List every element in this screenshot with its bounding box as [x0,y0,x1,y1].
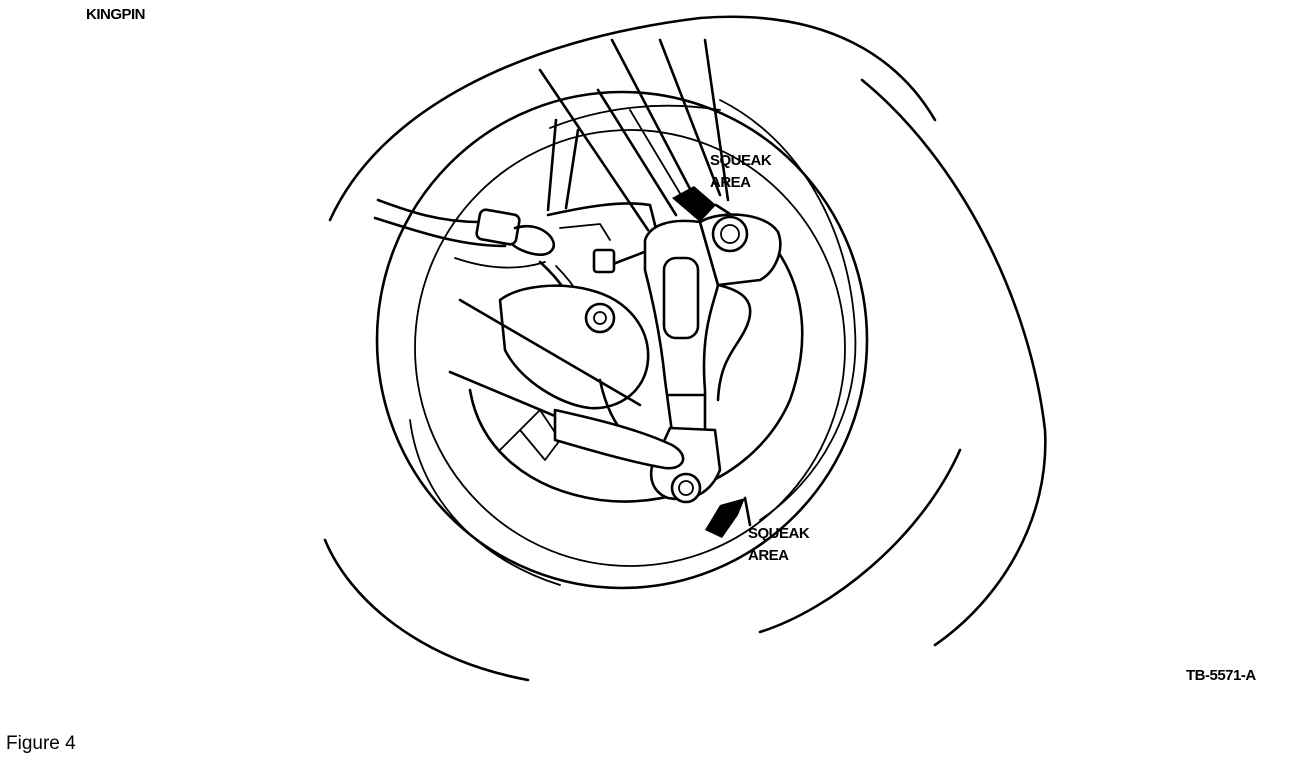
figure-code: TB-5571-A [1186,667,1256,684]
kingpin-label: KINGPIN [86,6,146,23]
steering-knuckle [498,202,682,467]
strut-tubes [538,38,730,232]
tire-outline [323,15,1047,682]
squeak-arrow-bottom [705,496,752,538]
callout-line2: AREA [710,174,751,191]
wheel-rim [375,90,869,590]
callout-line1: SQUEAK [748,525,810,542]
tie-rod [448,298,685,470]
squeak-area-callout-bottom: SQUEAK AREA [748,523,810,567]
squeak-arrow-top [672,186,732,222]
callout-line1: SQUEAK [710,152,772,169]
squeak-area-callout-top: SQUEAK AREA [710,150,772,194]
figure-caption: Figure 4 [6,733,76,754]
callout-line2: AREA [748,547,789,564]
